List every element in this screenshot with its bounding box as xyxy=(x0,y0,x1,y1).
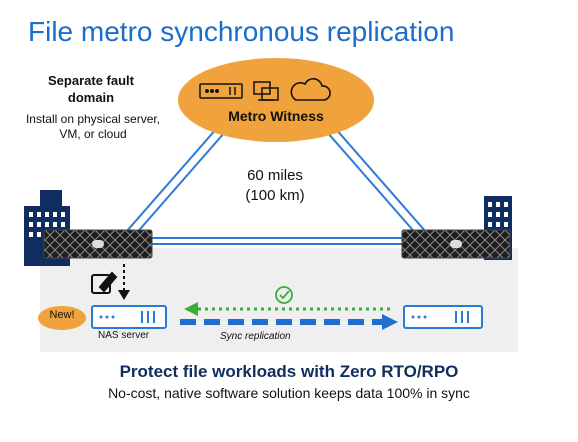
fault-domain-title: Separate fault domain xyxy=(48,73,134,105)
vm-icon xyxy=(253,81,279,101)
sync-replication-label: Sync replication xyxy=(220,331,291,342)
edit-icon xyxy=(91,271,118,294)
server-icon xyxy=(199,83,243,99)
distance-km: (100 km) xyxy=(245,187,305,204)
sync-replication-arrow xyxy=(180,314,398,330)
nas-server-right xyxy=(403,305,483,329)
witness-links xyxy=(125,119,427,245)
nas-server-label: NAS server xyxy=(98,330,150,341)
check-icon xyxy=(275,286,293,304)
tagline: Protect file workloads with Zero RTO/RPO xyxy=(119,362,459,381)
subline: No-cost, native software solution keeps … xyxy=(108,385,470,401)
fault-domain-subtitle: Install on physical server, VM, or cloud xyxy=(25,112,161,141)
new-badge-label: New! xyxy=(49,309,75,321)
page-title: File metro synchronous replication xyxy=(28,16,455,47)
write-arrow-icon xyxy=(118,264,130,300)
distance-label: 60 miles (100 km) xyxy=(220,166,330,206)
nas-server-left xyxy=(91,305,167,329)
sync-ack-arrow xyxy=(184,302,390,316)
metro-witness-label: Metro Witness xyxy=(228,108,324,124)
storage-array-right xyxy=(401,229,511,259)
new-badge xyxy=(38,306,86,330)
storage-array-left xyxy=(43,229,153,259)
site-background xyxy=(40,248,518,352)
distance-miles: 60 miles xyxy=(247,167,303,184)
cloud-icon xyxy=(290,78,331,101)
